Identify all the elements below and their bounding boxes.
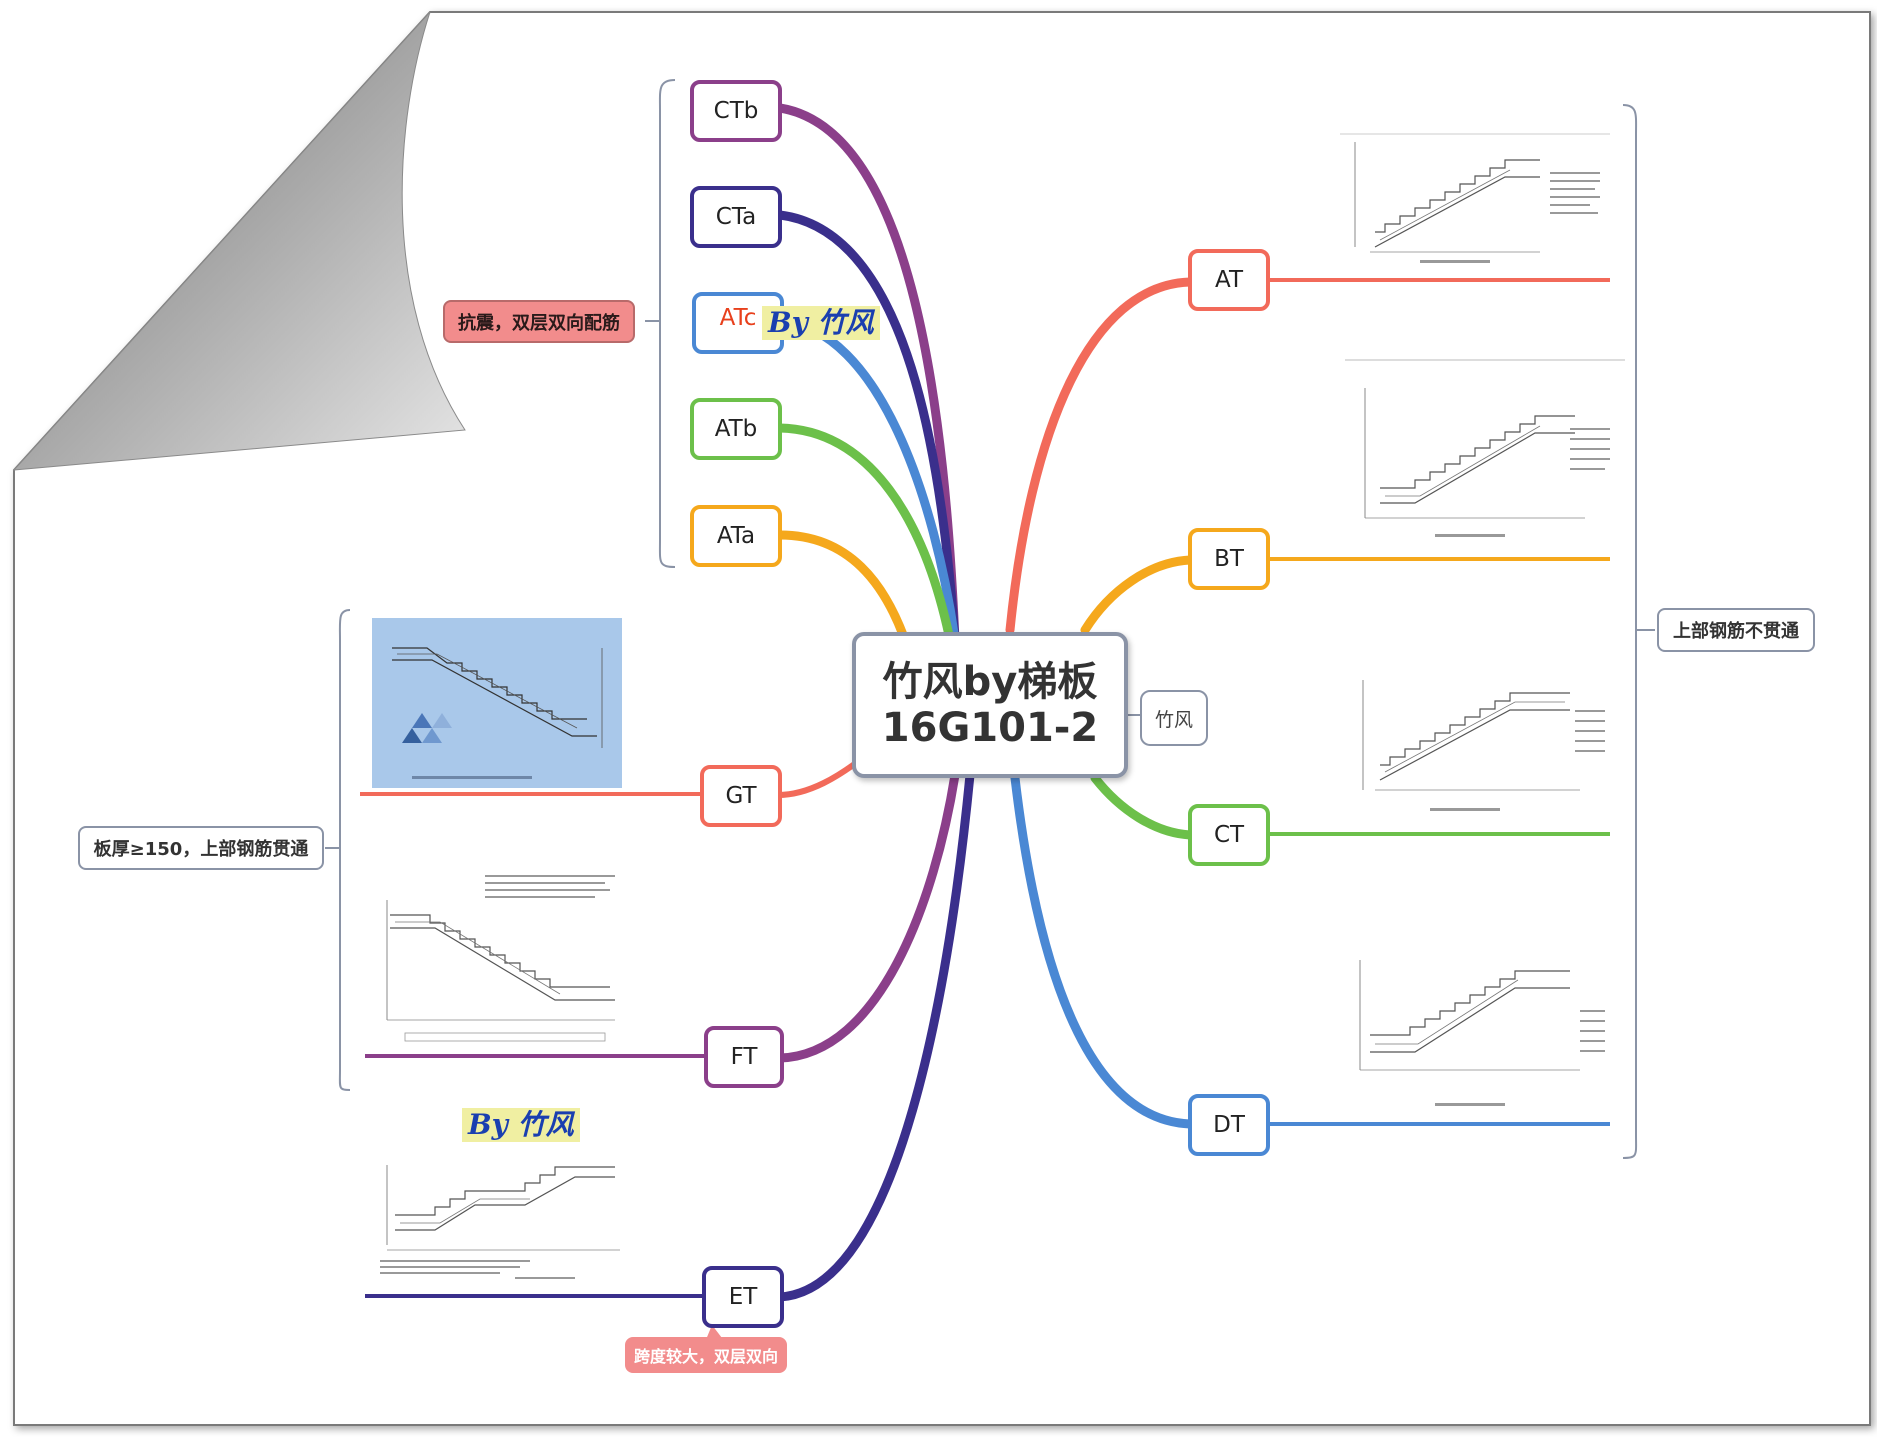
node-ATb-label: ATb xyxy=(714,416,758,442)
node-ET-label: ET xyxy=(728,1284,758,1310)
summary-seismic[interactable]: 抗震，双层双向配筋 xyxy=(443,300,635,343)
node-ATa-label: ATa xyxy=(716,523,756,549)
summary-seismic-label: 抗震，双层双向配筋 xyxy=(458,312,620,334)
node-BT-label: BT xyxy=(1214,546,1244,572)
branch-ET xyxy=(775,770,975,1302)
central-topic[interactable]: 竹风by梯板 16G101-2 xyxy=(852,632,1128,778)
node-CTa[interactable]: CTa xyxy=(690,186,782,248)
callout-node[interactable]: 竹风 xyxy=(1140,690,1208,746)
node-ATa[interactable]: ATa xyxy=(690,505,782,567)
watermark-bottom: By 竹风 xyxy=(462,1108,580,1142)
central-subtitle: 16G101-2 xyxy=(881,705,1099,751)
node-ATb[interactable]: ATb xyxy=(690,398,782,460)
logo-triangles xyxy=(402,713,452,743)
branch-CT xyxy=(1090,773,1195,840)
node-CT-label: CT xyxy=(1213,822,1245,848)
node-ATc-label: ATc xyxy=(719,305,757,331)
node-CTb[interactable]: CTb xyxy=(690,80,782,142)
summary-thick-label: 板厚≥150，上部钢筋贯通 xyxy=(93,839,309,860)
summary-thick[interactable]: 板厚≥150，上部钢筋贯通 xyxy=(78,826,324,870)
page-curl xyxy=(12,11,466,471)
node-FT-label: FT xyxy=(730,1044,758,1070)
node-CTb-label: CTb xyxy=(713,98,759,124)
bracket-top xyxy=(1622,104,1638,1159)
drawing-BT xyxy=(1345,359,1625,537)
central-title: 竹风by梯板 xyxy=(882,659,1098,705)
callout-long-span[interactable]: 跨度较大，双层双向 xyxy=(625,1337,787,1373)
node-GT[interactable]: GT xyxy=(700,765,782,827)
branch-FT xyxy=(775,770,960,1063)
node-CTa-label: CTa xyxy=(715,204,757,230)
summary-top-not-through[interactable]: 上部钢筋不贯通 xyxy=(1657,608,1815,652)
branch-AT xyxy=(1005,277,1195,635)
branch-ATb xyxy=(775,423,955,645)
node-FT[interactable]: FT xyxy=(704,1026,784,1088)
node-ET[interactable]: ET xyxy=(702,1266,784,1328)
bracket-seismic xyxy=(658,79,676,568)
node-DT[interactable]: DT xyxy=(1188,1094,1270,1156)
drawing-GT xyxy=(372,618,622,788)
summary-top-label: 上部钢筋不贯通 xyxy=(1673,621,1799,642)
drawing-AT xyxy=(1340,133,1610,263)
bracket-thick xyxy=(338,609,351,1091)
drawing-DT xyxy=(1359,960,1605,1106)
callout-label: 竹风 xyxy=(1154,708,1193,731)
node-DT-label: DT xyxy=(1213,1112,1245,1138)
node-GT-label: GT xyxy=(725,783,757,809)
node-AT-label: AT xyxy=(1215,267,1243,293)
branch-CTa xyxy=(775,210,960,645)
node-BT[interactable]: BT xyxy=(1188,528,1270,590)
node-AT[interactable]: AT xyxy=(1188,249,1270,311)
drawing-CT xyxy=(1362,680,1605,811)
drawing-ET xyxy=(380,1165,620,1279)
drawing-FT xyxy=(386,875,615,1042)
node-CT[interactable]: CT xyxy=(1188,804,1270,866)
branch-ATa xyxy=(775,530,910,645)
branch-BT xyxy=(1080,555,1195,635)
callout-long-span-label: 跨度较大，双层双向 xyxy=(633,1347,778,1366)
branch-DT xyxy=(1010,773,1195,1129)
watermark-top: By 竹风 xyxy=(762,306,880,340)
